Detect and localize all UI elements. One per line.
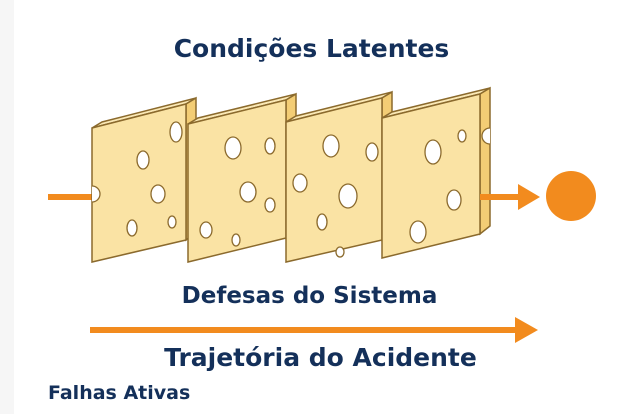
trajectory-arrowhead [518,184,540,210]
accident-trajectory-title: Trajetória do Acidente [164,343,477,372]
system-defenses-title: Defesas do Sistema [181,283,438,309]
cheese-slice-2 [187,92,297,263]
cheese-slice-4 [381,86,491,259]
cheese-slice-3 [285,90,393,263]
cheese-slice-1 [91,96,197,263]
direction-arrowhead [515,317,538,343]
latent-conditions-title: Condições Latentes [173,34,450,63]
accident-dot [546,171,596,221]
active-failures-label: Falhas Ativas [48,382,191,404]
